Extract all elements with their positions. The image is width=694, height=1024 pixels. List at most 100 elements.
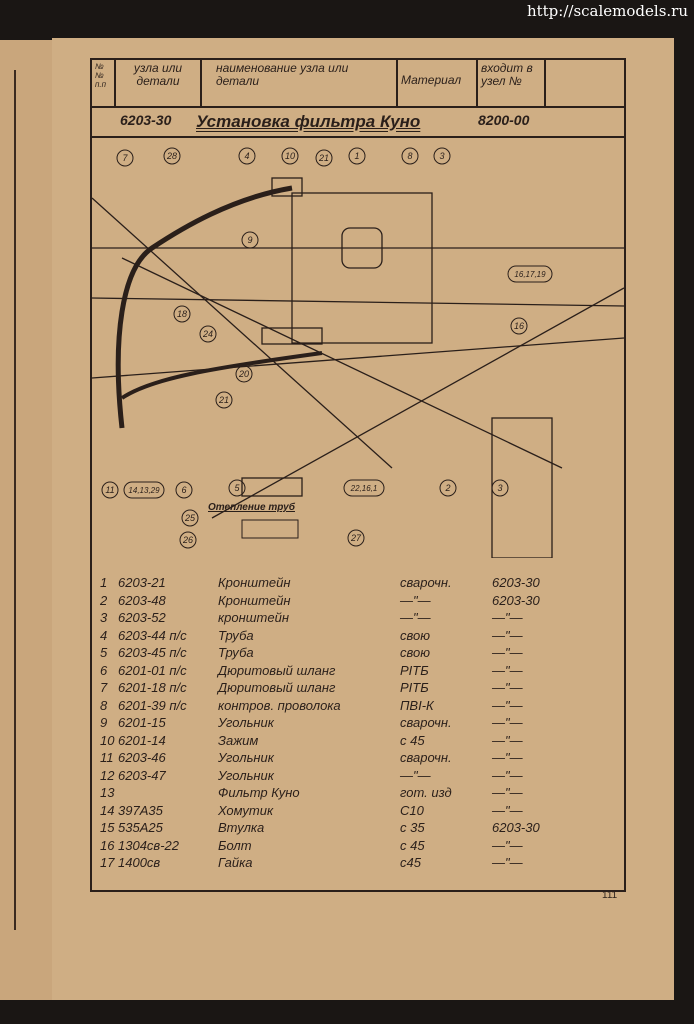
header-name: наименование узла или детали xyxy=(202,60,398,106)
callout: 6 xyxy=(175,481,193,499)
callout: 28 xyxy=(163,147,181,165)
callout: 25 xyxy=(181,509,199,527)
assembly-code: 6203-30 xyxy=(120,112,172,128)
part-name: Хомутик xyxy=(218,802,274,818)
part-into: —"— xyxy=(492,732,523,748)
svg-text:21: 21 xyxy=(318,153,329,163)
svg-text:7: 7 xyxy=(122,153,128,163)
assembly-parent: 8200-00 xyxy=(478,112,530,128)
part-no: 3 xyxy=(100,610,108,625)
page-number: 111 xyxy=(602,890,618,901)
part-no: 9 xyxy=(100,715,108,730)
part-no: 12 xyxy=(100,767,115,783)
part-no: 10 xyxy=(100,732,115,748)
part-no: 6 xyxy=(100,662,108,678)
svg-text:10: 10 xyxy=(285,151,295,161)
part-name: Угольник xyxy=(218,767,274,783)
part-into: —"— xyxy=(492,627,523,643)
part-into: —"— xyxy=(492,697,523,713)
part-code: 6201-18 п/с xyxy=(118,680,187,695)
assembly-drawing: 7 28 4 10 21 1 8 3 9 18 24 20 21 11 14,1… xyxy=(92,147,624,558)
part-no: 1 xyxy=(100,575,108,590)
part-into: —"— xyxy=(492,715,523,730)
callout: 26 xyxy=(179,531,197,549)
part-name: контров. проволока xyxy=(218,697,341,713)
part-code: 6203-47 xyxy=(118,767,166,783)
part-into: —"— xyxy=(492,680,523,695)
part-material: с 35 xyxy=(400,820,425,835)
callout: 7 xyxy=(116,149,134,167)
part-name: Болт xyxy=(218,837,252,853)
part-no: 4 xyxy=(100,627,108,643)
part-code: 6201-14 xyxy=(118,732,166,748)
callout: 4 xyxy=(238,147,256,165)
callout: 16,17,19 xyxy=(507,265,553,283)
part-name: Втулка xyxy=(218,820,265,835)
part-code: 6203-46 xyxy=(118,750,166,765)
svg-text:18: 18 xyxy=(177,309,187,319)
part-code: 6203-52 xyxy=(118,610,166,625)
svg-text:8: 8 xyxy=(407,151,412,161)
svg-text:14,13,29: 14,13,29 xyxy=(128,486,160,495)
callout: 24 xyxy=(199,325,217,343)
part-material: с 45 xyxy=(400,732,425,748)
part-name: Кронштейн xyxy=(218,592,291,608)
part-material: свою xyxy=(400,645,431,660)
part-into: 6203-30 xyxy=(492,820,540,835)
svg-text:16: 16 xyxy=(514,321,524,331)
svg-text:24: 24 xyxy=(202,329,213,339)
part-material: —"— xyxy=(400,767,431,783)
callout: 9 xyxy=(241,231,259,249)
part-name: кронштейн xyxy=(218,610,289,625)
part-name: Гайка xyxy=(218,855,253,870)
part-material: сварочн. xyxy=(400,750,452,765)
part-into: —"— xyxy=(492,855,523,870)
header-into: входит в узел № xyxy=(478,60,546,106)
part-code: 535А25 xyxy=(118,820,163,835)
svg-text:20: 20 xyxy=(238,369,249,379)
svg-text:21: 21 xyxy=(218,395,229,405)
part-code: 6203-44 п/с xyxy=(118,627,187,643)
part-code: 1400св xyxy=(118,855,161,870)
header-no: №№ п.п xyxy=(92,60,116,106)
callout: 10 xyxy=(281,147,299,165)
part-code: 6203-45 п/с xyxy=(118,645,187,660)
part-no: 15 xyxy=(100,820,115,835)
svg-text:26: 26 xyxy=(182,535,193,545)
part-no: 13 xyxy=(100,785,115,800)
assembly-title-row: 6203-30 Установка фильтра Куно 8200-00 xyxy=(92,106,624,138)
svg-text:4: 4 xyxy=(244,151,249,161)
part-code: 6201-01 п/с xyxy=(118,662,187,678)
part-material: с45 xyxy=(400,855,421,870)
svg-text:11: 11 xyxy=(105,485,114,495)
watermark: http://scalemodels.ru xyxy=(526,2,688,20)
svg-text:22,16,1: 22,16,1 xyxy=(350,484,378,493)
part-into: —"— xyxy=(492,767,523,783)
part-no: 11 xyxy=(100,750,114,765)
part-name: Фильтр Куно xyxy=(218,785,300,800)
svg-text:28: 28 xyxy=(166,151,177,161)
part-into: —"— xyxy=(492,750,523,765)
svg-text:27: 27 xyxy=(350,533,362,543)
part-no: 2 xyxy=(100,592,108,608)
part-material: сварочн. xyxy=(400,575,452,590)
part-into: 6203-30 xyxy=(492,575,540,590)
callout: 21 xyxy=(315,149,333,167)
assembly-title: Установка фильтра Куно xyxy=(196,112,421,131)
svg-text:9: 9 xyxy=(247,235,252,245)
svg-text:16,17,19: 16,17,19 xyxy=(514,270,546,279)
svg-text:6: 6 xyxy=(181,485,186,495)
